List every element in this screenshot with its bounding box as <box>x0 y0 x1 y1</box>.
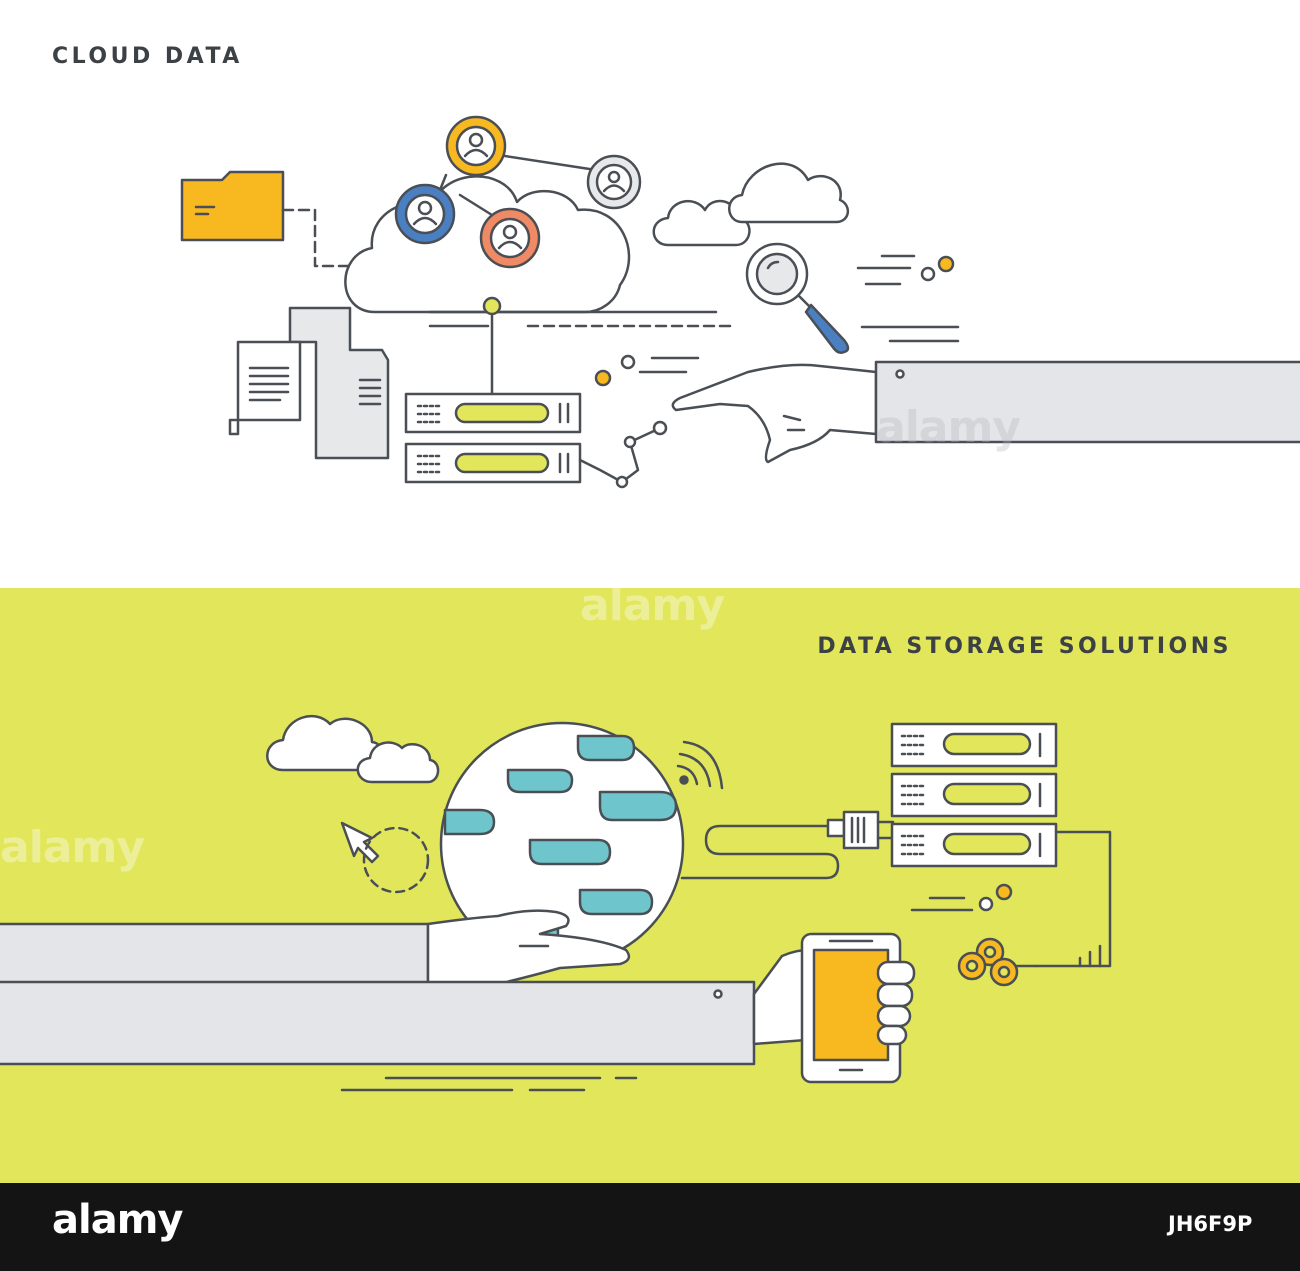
user-avatar-icon <box>479 207 541 269</box>
watermark: alamy <box>0 822 145 873</box>
folder-icon <box>180 170 285 242</box>
server-icon <box>890 822 1058 868</box>
panel-title-cloud-data: CLOUD DATA <box>52 44 243 69</box>
folder-connector <box>281 208 362 268</box>
footer-bar <box>0 1183 1300 1271</box>
document-scroll-icon <box>228 306 390 460</box>
panel-cloud-data <box>0 0 1300 588</box>
brand-logo: alamy <box>52 1197 183 1243</box>
key-icon <box>957 937 1038 987</box>
wifi-icon <box>676 740 724 790</box>
smartphone-icon <box>800 932 902 1084</box>
user-avatar-icon <box>394 183 456 245</box>
cloud-icon <box>652 199 751 247</box>
hand-icon <box>671 360 1300 464</box>
user-avatar-icon <box>586 154 642 210</box>
watermark: alamy <box>876 402 1021 453</box>
server-icon <box>890 772 1058 818</box>
cloud-icon <box>356 741 440 784</box>
cursor-icon <box>340 821 430 894</box>
watermark: alamy <box>580 580 725 631</box>
illustration <box>0 115 1300 1092</box>
server-icon <box>404 442 582 484</box>
magnifier-icon <box>745 242 850 354</box>
globe-icon <box>439 721 685 967</box>
network-node <box>482 296 502 316</box>
user-avatar-icon <box>445 115 507 177</box>
phone-fingers <box>876 960 916 1046</box>
cloud-icon <box>728 162 849 224</box>
server-icon <box>404 392 582 434</box>
server-icon <box>890 722 1058 768</box>
panel-title-data-storage: DATA STORAGE SOLUTIONS <box>817 634 1232 659</box>
avatar-link <box>503 154 598 172</box>
plug-icon <box>826 810 895 850</box>
avatar-link <box>458 193 494 217</box>
image-id: JH6F9P <box>1168 1212 1253 1236</box>
